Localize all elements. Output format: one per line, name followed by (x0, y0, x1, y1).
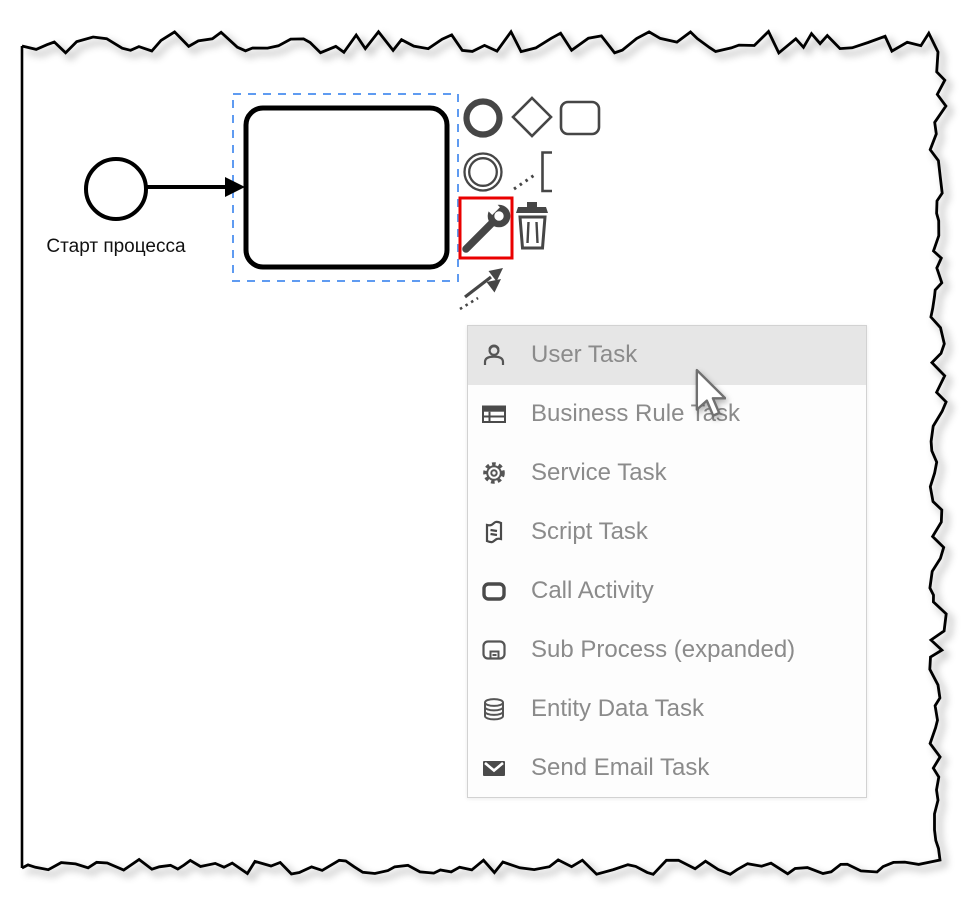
menu-item-business-rule-task[interactable]: Business Rule Task (468, 385, 866, 444)
user-icon (480, 341, 508, 369)
menu-item-call-activity[interactable]: Call Activity (468, 562, 866, 621)
trash-icon[interactable] (516, 202, 548, 250)
menu-item-label: Service Task (531, 459, 667, 487)
menu-item-label: Call Activity (531, 576, 654, 604)
menu-item-sub-process[interactable]: Sub Process (expanded) (468, 620, 866, 679)
envelope-icon (480, 754, 508, 782)
menu-item-script-task[interactable]: Script Task (468, 503, 866, 562)
start-event-shape[interactable] (84, 157, 148, 221)
subprocess-icon (480, 636, 508, 664)
menu-item-send-email-task[interactable]: Send Email Task (468, 738, 866, 797)
menu-item-label: Business Rule Task (531, 400, 740, 428)
context-pad (458, 96, 601, 311)
menu-item-label: Sub Process (expanded) (531, 635, 796, 663)
wrench-change-type-icon[interactable] (462, 198, 511, 253)
gateway-icon[interactable] (511, 96, 553, 138)
text-annotation-icon[interactable] (513, 151, 552, 193)
menu-item-entity-data-task[interactable]: Entity Data Task (468, 679, 866, 738)
rounded-rect-icon (480, 577, 508, 605)
menu-item-label: User Task (531, 341, 638, 369)
menu-item-label: Script Task (531, 518, 648, 546)
end-event-icon[interactable] (463, 98, 503, 138)
menu-item-user-task[interactable]: User Task (468, 326, 866, 385)
menu-item-label: Send Email Task (531, 753, 710, 781)
sequence-flow-arrow[interactable] (147, 177, 245, 197)
connect-arrows-icon[interactable] (459, 268, 503, 311)
script-icon (480, 518, 508, 546)
torn-edge-path (21, 29, 948, 876)
start-event-label: Старт процесса (46, 236, 186, 257)
table-icon (480, 400, 508, 428)
task-shape[interactable] (243, 105, 450, 270)
change-type-menu: User Task Business Rule Task (467, 325, 867, 798)
selection-outline (232, 93, 459, 282)
intermediate-event-icon[interactable] (463, 152, 503, 192)
menu-item-label: Entity Data Task (531, 694, 704, 722)
red-highlight-box (458, 196, 514, 260)
menu-item-service-task[interactable]: Service Task (468, 444, 866, 503)
task-icon[interactable] (559, 100, 601, 136)
database-icon (480, 695, 508, 723)
gear-icon (480, 459, 508, 487)
